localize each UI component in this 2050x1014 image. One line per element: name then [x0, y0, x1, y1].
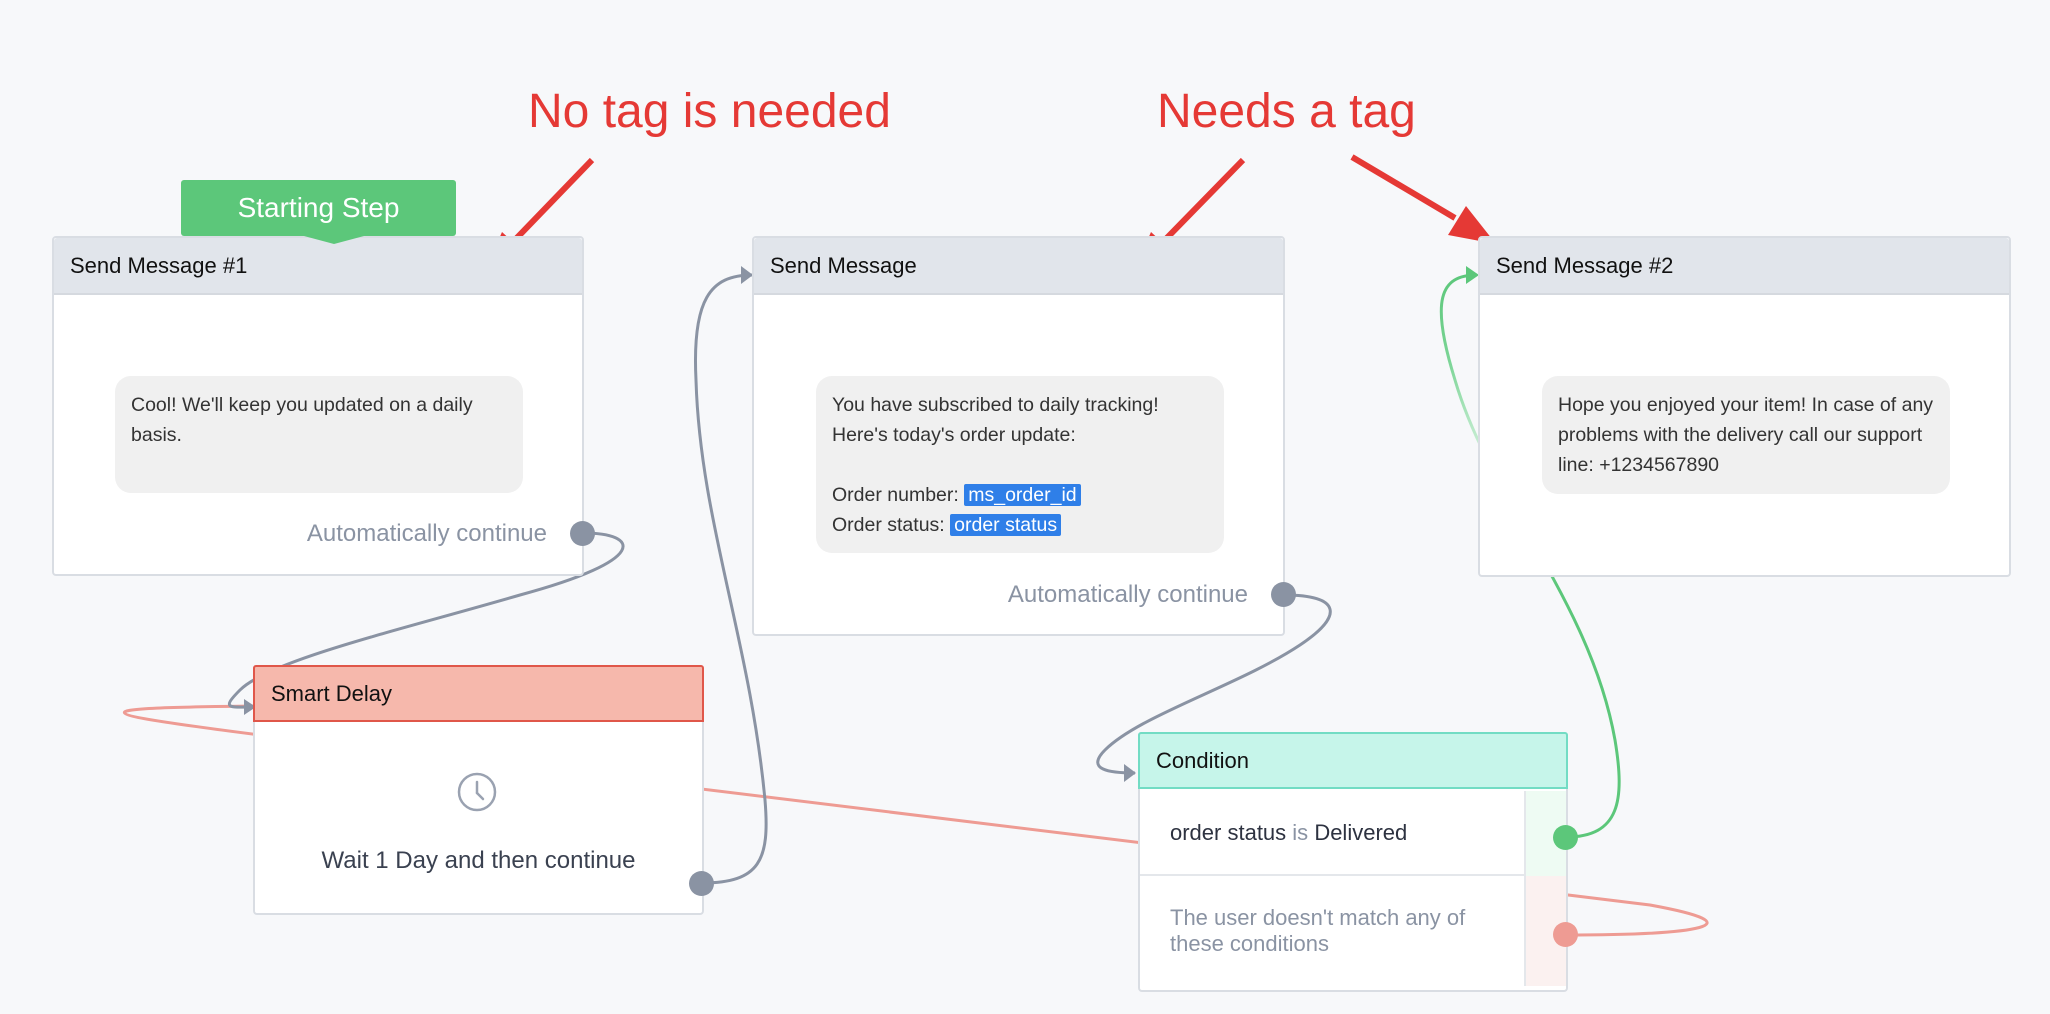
condition-rule[interactable]: order status is Delivered [1140, 791, 1526, 876]
node-title: Send Message #1 [54, 238, 582, 295]
send-message-node[interactable]: Send Message You have subscribed to dail… [752, 236, 1285, 636]
connector-delay-to-send [693, 273, 768, 885]
message-line: You have subscribed to daily tracking! [832, 394, 1159, 416]
connector-arrowhead [244, 699, 256, 715]
variable-pill: ms_order_id [964, 484, 1081, 506]
annotation-arrow [1350, 154, 1496, 244]
continue-label: Automatically continue [306, 520, 547, 547]
node-title: Condition [1138, 732, 1568, 789]
connector-arrowhead [1124, 764, 1136, 782]
annotation-no-tag: No tag is needed [528, 85, 891, 138]
starting-step-pointer [304, 236, 364, 244]
output-port[interactable] [689, 871, 714, 896]
message-bubble[interactable]: Cool! We'll keep you updated on a daily … [115, 376, 523, 493]
node-title: Send Message #2 [1480, 238, 2009, 295]
continue-label: Automatically continue [1007, 581, 1248, 608]
condition-fallback[interactable]: The user doesn't match any of these cond… [1140, 876, 1526, 986]
annotation-needs-tag: Needs a tag [1157, 85, 1416, 138]
message-line: Here's today's order update: [832, 424, 1076, 446]
output-port[interactable] [1271, 582, 1296, 607]
send-message-1-node[interactable]: Send Message #1 Cool! We'll keep you upd… [52, 236, 584, 576]
connector-arrowhead [1466, 266, 1479, 284]
delay-description: Wait 1 Day and then continue [321, 847, 636, 874]
node-title: Send Message [754, 238, 1283, 295]
connector-send-to-condition [1096, 593, 1332, 775]
message-bubble[interactable]: You have subscribed to daily tracking! H… [816, 376, 1224, 553]
output-port-match[interactable] [1553, 825, 1578, 850]
order-status-label: Order status: [832, 514, 945, 536]
send-message-2-node[interactable]: Send Message #2 Hope you enjoyed your it… [1478, 236, 2011, 577]
condition-operator: is [1292, 819, 1309, 845]
condition-field: order status [1170, 819, 1287, 845]
node-title: Smart Delay [253, 665, 704, 722]
clock-icon [457, 772, 497, 812]
condition-value: Delivered [1314, 819, 1408, 845]
connector-send1-to-delay [227, 531, 625, 709]
connector-arrowhead [741, 266, 753, 284]
smart-delay-node[interactable]: Smart Delay Wait 1 Day and then continue [253, 665, 704, 915]
message-bubble[interactable]: Hope you enjoyed your item! In case of a… [1542, 376, 1950, 494]
variable-pill: order status [950, 514, 1062, 536]
output-port[interactable] [570, 521, 595, 546]
condition-node[interactable]: Condition order status is Delivered The … [1138, 732, 1568, 992]
order-number-label: Order number: [832, 484, 959, 506]
fallback-text: The user doesn't match any of these cond… [1170, 905, 1466, 956]
starting-step-tag: Starting Step [181, 180, 456, 236]
output-port-fallback[interactable] [1553, 922, 1578, 947]
